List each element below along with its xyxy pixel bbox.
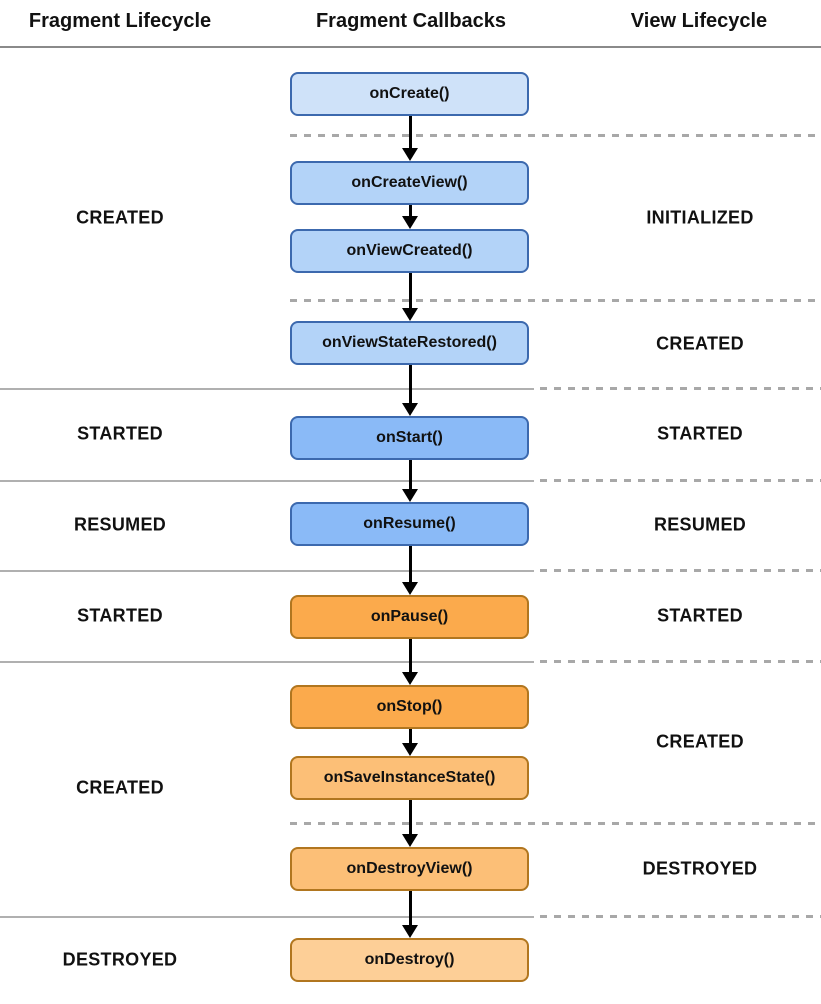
arrow-down-icon <box>402 834 418 847</box>
dashed-divider-line <box>540 569 821 572</box>
solid-divider-line <box>0 570 534 572</box>
flow-arrow-line <box>408 800 412 836</box>
flow-arrow-line <box>408 273 412 310</box>
callback-box: onViewCreated() <box>290 229 529 273</box>
view-state-label: INITIALIZED <box>646 207 754 228</box>
fragment-state-label: CREATED <box>76 207 164 228</box>
view-state-label: STARTED <box>657 605 743 626</box>
solid-divider-line <box>0 916 534 918</box>
view-state-label: RESUMED <box>653 514 747 535</box>
arrow-down-icon <box>402 672 418 685</box>
callback-box: onDestroy() <box>290 938 529 982</box>
callback-box: onPause() <box>290 595 529 639</box>
view-state-label: CREATED <box>656 333 744 354</box>
dashed-divider-line <box>540 479 821 482</box>
arrow-down-icon <box>402 148 418 161</box>
arrow-down-icon <box>402 216 418 229</box>
arrow-down-icon <box>402 308 418 321</box>
arrow-down-icon <box>402 489 418 502</box>
view-state-label: CREATED <box>656 731 744 752</box>
callback-box: onViewStateRestored() <box>290 321 529 365</box>
flow-arrow-line <box>408 891 412 927</box>
arrow-down-icon <box>402 582 418 595</box>
dashed-divider-line <box>540 660 821 663</box>
arrow-down-icon <box>402 403 418 416</box>
column-header-view-lifecycle: View Lifecycle <box>630 10 768 32</box>
flow-arrow-line <box>408 116 412 150</box>
flow-arrow-line <box>408 460 412 491</box>
fragment-state-label: CREATED <box>76 777 164 798</box>
flow-arrow-line <box>408 365 412 405</box>
dashed-divider-line <box>540 915 821 918</box>
fragment-state-label: RESUMED <box>73 514 167 535</box>
solid-divider-line <box>0 480 534 482</box>
callback-box: onStop() <box>290 685 529 729</box>
solid-divider-line <box>0 661 534 663</box>
dashed-divider-line <box>290 299 821 302</box>
callback-box: onStart() <box>290 416 529 460</box>
flow-arrow-line <box>408 546 412 584</box>
fragment-state-label: STARTED <box>77 605 163 626</box>
fragment-state-label: DESTROYED <box>62 949 178 970</box>
callback-box: onResume() <box>290 502 529 546</box>
arrow-down-icon <box>402 925 418 938</box>
dashed-divider-line <box>290 822 821 825</box>
callback-box: onSaveInstanceState() <box>290 756 529 800</box>
dashed-divider-line <box>290 134 821 137</box>
flow-arrow-line <box>408 639 412 674</box>
column-header-fragment-callbacks: Fragment Callbacks <box>315 10 507 32</box>
callback-box: onDestroyView() <box>290 847 529 891</box>
callback-box: onCreate() <box>290 72 529 116</box>
fragment-state-label: STARTED <box>77 423 163 444</box>
column-header-fragment-lifecycle: Fragment Lifecycle <box>28 10 212 32</box>
flow-arrow-line <box>408 729 412 745</box>
view-state-label: DESTROYED <box>642 858 758 879</box>
dashed-divider-line <box>540 387 821 390</box>
arrow-down-icon <box>402 743 418 756</box>
view-state-label: STARTED <box>657 423 743 444</box>
flow-arrow-line <box>408 205 412 218</box>
header-divider-line <box>0 46 821 48</box>
solid-divider-line <box>0 388 534 390</box>
callback-box: onCreateView() <box>290 161 529 205</box>
